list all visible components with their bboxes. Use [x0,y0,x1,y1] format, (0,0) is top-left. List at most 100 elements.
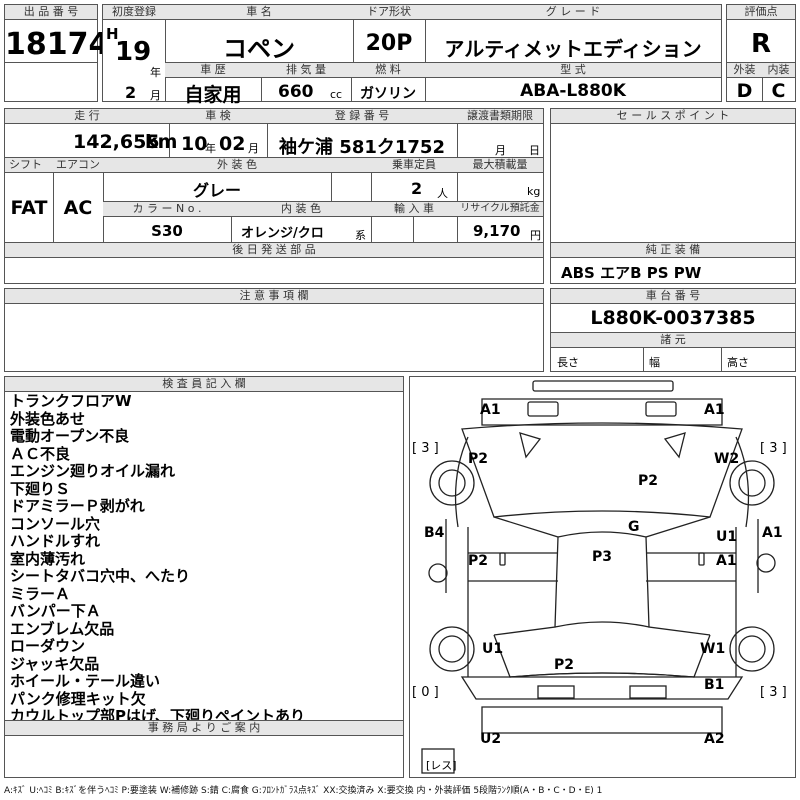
fuel: ガソリン [360,86,416,102]
interior-label: 内 装 色 [231,202,371,217]
fuel-label: 燃 料 [351,63,425,78]
recycle-label: リサイクル預託金 [457,202,543,217]
mark-b4: B4 [424,525,445,541]
remark-line: 外装色あせ [10,409,86,428]
year: 19 [115,37,152,67]
seats-unit: 人 [437,187,448,200]
seats-label: 乗車定員 [371,158,457,173]
recycle-unit: 円 [530,229,541,242]
int-label: 内装 [762,63,795,78]
remark-line: ローダウン [10,637,86,655]
exterior-color: グレー [192,181,241,200]
mileage-unit: km [145,131,178,153]
mark-p3-roof: P3 [592,549,613,565]
ac-label: エアコン [53,158,103,173]
import-label: 輸 入 車 [371,202,457,217]
lot-number: 18174 [5,27,110,62]
remark-line: パンク修理キット欠 [10,689,146,708]
mark-a2: A2 [704,731,725,747]
mark-a1-door-right: A1 [716,553,737,569]
later-parts-label: 後 日 発 送 部 品 [5,243,543,258]
ext-rating: D [736,80,753,102]
inspect-year: 10 [181,133,208,155]
remark-line: 電動オープン不良 [10,427,130,445]
tire-rear-right: [ 3 ] [760,685,787,700]
mark-u1-rear-left: U1 [482,641,504,657]
door-label: ドア形状 [353,5,425,20]
history-label: 車 歴 [165,63,261,78]
remark-line: 室内薄汚れ [10,549,86,568]
model-label: 型 式 [425,63,721,78]
car-name: コペン [223,35,295,63]
chassis-label: 車 台 番 号 [551,289,795,304]
sales-label: セ ー ル ス ポ イ ン ト [551,109,795,124]
car-name-label: 車 名 [165,5,353,20]
remark-line: シートタバコ穴中、へたり [10,567,191,585]
ext-label: 外装 [727,63,762,78]
spare-tire: [レス] [426,759,457,772]
remark-line: トランクフロアW [10,392,132,410]
history: 自家用 [184,84,242,106]
mark-u1-door-right: U1 [716,529,738,545]
displacement-label: 排 気 量 [261,63,351,78]
mark-p2-fender-left: P2 [468,451,489,467]
equipment-label: 純 正 装 備 [551,243,795,258]
interior-unit: 系 [355,229,366,242]
sales-box: セ ー ル ス ポ イ ン ト 純 正 装 備 ABS エアB PS PW [550,108,796,284]
rating-box: 評価点 R 外装 内装 D C [726,4,796,102]
office-label: 事 務 局 よ り ご 案 内 [5,721,403,736]
registration-box: 初度登録 車 名 ドア形状 グ レ ー ド H 19 年 コペン 20P アルテ… [102,4,722,106]
tire-front-right: [ 3 ] [760,441,787,456]
notes-label: 注 意 事 項 欄 [5,289,543,304]
remark-line: ＡＣ不良 [10,444,71,463]
mark-a1-side-right: A1 [762,525,783,541]
transfer-label: 譲渡書類期限 [457,109,543,124]
remark-line: ハンドルすれ [10,532,101,550]
mark-p2-trunk: P2 [554,657,575,673]
mileage: 142,655 [73,131,160,153]
length-label: 長さ [557,356,579,369]
lot-label: 出 品 番 号 [5,5,97,20]
inspector-label: 検 査 員 記 入 欄 [5,377,403,392]
remark-line: コンソール穴 [10,514,101,533]
mark-g-windshield: G [628,519,640,535]
remark-line: ジャッキ欠品 [10,654,100,673]
displacement: 660 [278,82,314,102]
color-number: S30 [151,222,183,240]
chassis-number: L880K-0037385 [590,307,756,329]
reg-month: 2 [125,83,137,102]
color-no-label: カ ラ ー N o . [103,202,231,217]
aircon: AC [63,197,93,219]
inspect-month-unit: 月 [248,142,259,155]
first-reg-label: 初度登録 [103,5,165,20]
mark-a1-front-left: A1 [480,402,501,418]
remark-line: ホイール・テール違い [10,672,161,690]
remark-line: エンブレム欠品 [10,619,115,638]
mark-p2-hood: P2 [638,473,659,489]
mark-w1-rear-right: W1 [700,641,726,657]
mileage-label: 走 行 [5,109,169,124]
month-unit: 月 [150,89,161,102]
remark-line: エンジン廻りオイル漏れ [10,462,176,480]
width-label: 幅 [649,356,660,369]
color-label: 外 装 色 [103,158,371,173]
recycle-fee: 9,170 [473,222,521,240]
shift-label: シフト [5,158,53,173]
remark-line: ミラーＡ [10,584,71,603]
plate-number: 袖ケ浦 581ク1752 [279,137,445,158]
seats: 2 [411,179,423,198]
notes-box: 注 意 事 項 欄 [4,288,544,372]
year-unit: 年 [150,66,161,79]
height-label: 高さ [727,356,749,369]
legend: A:ｷｽﾞ U:ﾍｺﾐ B:ｷｽﾞを伴うﾍｺﾐ P:要塗装 W:補修跡 S:錆 … [4,786,603,796]
load-label: 最大積載量 [457,158,543,173]
shift-type: FAT [10,197,48,219]
tire-rear-left: [ 0 ] [412,685,439,700]
rating-label: 評価点 [727,5,795,20]
details-box: 走 行 車 検 登 録 番 号 譲渡書類期限 142,655 km 10 年 0… [4,108,544,284]
inspection-label: 車 検 [169,109,267,124]
plate-label: 登 録 番 号 [267,109,457,124]
interior-color: オレンジ/クロ [241,226,324,241]
era: H [106,25,119,43]
